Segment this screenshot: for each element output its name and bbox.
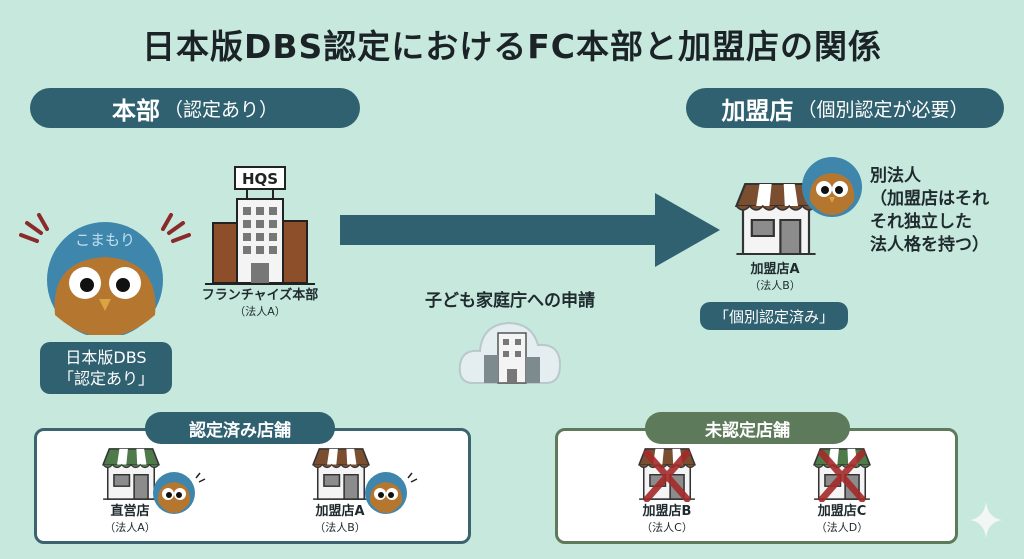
franchise-header-sub: （個別認定が必要）: [797, 98, 969, 121]
store-name: 加盟店A: [315, 504, 365, 519]
hq-header-sub: （認定あり）: [163, 98, 278, 121]
franchise-label: 加盟店A （法人B）: [725, 262, 825, 294]
store-entity: （法人B）: [314, 521, 366, 534]
certified-stores-header: 認定済み店舗: [145, 412, 335, 444]
application-label: 子ども家庭庁への申請: [425, 291, 595, 311]
hq-header: 本部（認定あり）: [30, 88, 360, 128]
hq-entity: （法人A）: [234, 305, 286, 318]
sparkle-icon: [970, 502, 1002, 538]
hq-label: フランチャイズ本部 （法人A）: [185, 288, 335, 320]
hq-name: フランチャイズ本部: [201, 288, 319, 303]
arrow-right-icon: [340, 193, 720, 267]
uncertified-stores-header: 未認定店舗: [645, 412, 850, 444]
separate-entity-line: それ独立した: [870, 212, 972, 232]
store-name: 加盟店B: [642, 504, 692, 519]
dbs-certified-badge: 日本版DBS 「認定あり」: [40, 342, 172, 394]
store-label: 加盟店C （法人D）: [797, 504, 887, 536]
store-entity: （法人C）: [641, 521, 693, 534]
store-name: 直営店: [110, 504, 150, 519]
owl-badge-icon: [802, 157, 862, 217]
individual-cert-badge: 「個別認定済み」: [700, 302, 848, 330]
separate-entity-note: 別法人 （加盟店はそれ それ独立した 法人格を持つ）: [870, 165, 989, 257]
store-entity: （法人A）: [104, 521, 156, 534]
dbs-badge-line2: 「認定あり」: [57, 369, 154, 388]
store-label: 加盟店B （法人C）: [622, 504, 712, 536]
owl-badge-icon: [152, 470, 208, 516]
franchise-store-icon: [732, 180, 820, 258]
direct-store-icon: [100, 446, 162, 502]
svg-text:こまもり: こまもり: [75, 231, 135, 249]
uncertified-store-icon: [636, 446, 698, 502]
owl-badge-icon: [364, 470, 420, 516]
hq-header-main: 本部: [111, 96, 160, 125]
hq-building-icon: HQS: [205, 166, 315, 285]
franchise-store-icon: [310, 446, 372, 502]
owl-mascot-icon: こまもり: [19, 213, 191, 335]
dbs-badge-line1: 日本版DBS: [65, 348, 147, 367]
store-label: 加盟店A （法人B）: [295, 504, 385, 536]
franchise-entity: （法人B）: [749, 279, 801, 292]
franchise-header: 加盟店（個別認定が必要）: [686, 88, 1004, 128]
separate-entity-title: 別法人: [870, 166, 921, 186]
cloud-building-icon: [458, 321, 562, 384]
page-title: 日本版DBS認定におけるFC本部と加盟店の関係: [141, 27, 883, 66]
store-label: 直営店 （法人A）: [85, 504, 175, 536]
store-name: 加盟店C: [817, 504, 867, 519]
separate-entity-line: 法人格を持つ）: [870, 235, 989, 255]
franchise-header-main: 加盟店: [721, 96, 794, 125]
franchise-name: 加盟店A: [750, 262, 800, 277]
separate-entity-line: （加盟店はそれ: [870, 189, 989, 209]
store-entity: （法人D）: [815, 521, 869, 534]
hq-sign: HQS: [242, 170, 278, 188]
uncertified-stores-box: [555, 428, 958, 544]
uncertified-store-icon: [811, 446, 873, 502]
